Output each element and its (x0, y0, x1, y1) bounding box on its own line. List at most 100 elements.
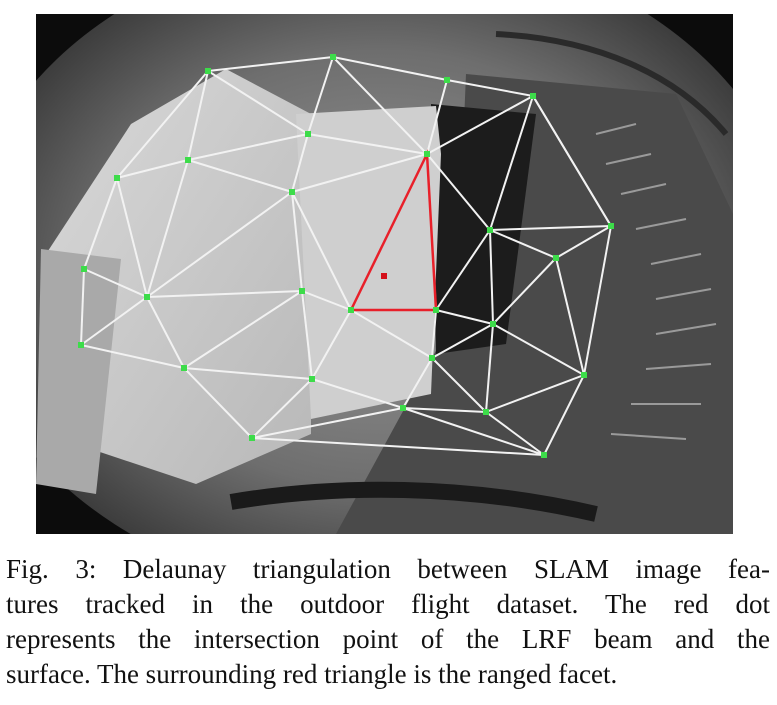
caption-line-4: surface. The surrounding red triangle is… (6, 659, 618, 689)
mesh-edge (489, 95, 534, 231)
feature-point (81, 266, 87, 272)
mesh-edge (307, 133, 428, 155)
mesh-edge (307, 56, 334, 135)
feature-point (424, 151, 430, 157)
feature-point (309, 376, 315, 382)
mesh-edge (446, 79, 534, 97)
feature-point (530, 93, 536, 99)
feature-point (185, 157, 191, 163)
feature-point (490, 321, 496, 327)
mesh-edge (426, 95, 534, 155)
mesh-edge (207, 56, 334, 72)
mesh-edge (311, 309, 352, 380)
mesh-edge (187, 133, 309, 161)
mesh-edge (543, 374, 585, 456)
mesh-edge (291, 153, 428, 193)
caption-line-3: represents the intersection point of the… (6, 624, 770, 654)
mesh-edge (146, 290, 303, 298)
feature-point (541, 452, 547, 458)
feature-point (205, 68, 211, 74)
mesh-edge (402, 407, 545, 456)
feature-point (305, 131, 311, 137)
mesh-edge (301, 290, 352, 311)
mesh-edge (146, 191, 293, 298)
feature-point (608, 223, 614, 229)
mesh-edge (426, 153, 491, 231)
mesh-edge (435, 229, 491, 311)
mesh-edge (350, 309, 433, 359)
foreground-pipe (229, 481, 598, 522)
delaunay-mesh (80, 56, 612, 456)
feature-point (553, 255, 559, 261)
feature-point (429, 355, 435, 361)
intersection-point (381, 273, 387, 279)
mesh-edge (146, 296, 185, 369)
feature-point (144, 294, 150, 300)
mesh-edge (489, 229, 494, 325)
top-arc-cable (495, 31, 729, 136)
mesh-edge (583, 225, 612, 376)
mesh-edge (485, 323, 494, 413)
mesh-edge (332, 56, 428, 155)
mesh-edge (532, 95, 612, 227)
mesh-edge (485, 374, 585, 413)
caption-line-1: Fig. 3: Delaunay triangulation between S… (6, 554, 770, 584)
mesh-edge (291, 191, 303, 292)
mesh-edge (251, 437, 545, 456)
mesh-edge (116, 159, 189, 179)
feature-point (78, 342, 84, 348)
feature-point (581, 372, 587, 378)
mesh-edge (83, 268, 148, 298)
building-lower-left (36, 249, 121, 494)
mesh-edge (291, 133, 309, 193)
feature-point (483, 409, 489, 415)
mesh-edge (431, 309, 437, 359)
mesh-edge (435, 309, 494, 325)
mesh-edge (80, 344, 185, 369)
mesh-edge (492, 257, 557, 325)
mesh-edge (80, 268, 85, 346)
mesh-edge (80, 296, 148, 346)
feature-point (114, 175, 120, 181)
building-roof-left (46, 69, 311, 484)
feature-point (348, 307, 354, 313)
figure-caption: Fig. 3: Delaunay triangulation between S… (6, 552, 770, 692)
lrf-intersection-dot (381, 273, 387, 279)
feature-point (487, 227, 493, 233)
mesh-edge (402, 407, 487, 413)
feature-point (444, 77, 450, 83)
mesh-edge (301, 290, 313, 380)
ranged-facet-triangle (349, 149, 438, 312)
feature-point (299, 288, 305, 294)
figure-image (36, 14, 733, 534)
mesh-edge (187, 159, 293, 193)
ranged-facet-edge (349, 149, 438, 312)
mesh-edge (187, 70, 209, 161)
mesh-edge (183, 290, 303, 369)
mesh-edge (431, 323, 494, 359)
mesh-edge (426, 79, 448, 155)
parking-stripes (595, 123, 717, 440)
feature-point (400, 405, 406, 411)
mesh-edge (489, 229, 557, 259)
mesh-edge (555, 225, 612, 259)
mesh-edge (183, 367, 253, 439)
mesh-edge (489, 225, 612, 231)
mesh-edge (492, 323, 585, 376)
feature-points (78, 54, 614, 458)
feature-point (330, 54, 336, 60)
mesh-edge (207, 70, 309, 135)
mesh-edge (555, 257, 585, 376)
mesh-edge (251, 407, 404, 439)
feature-point (249, 435, 255, 441)
mesh-edge (146, 159, 189, 298)
feature-point (181, 365, 187, 371)
mesh-edge (251, 378, 313, 439)
mesh-edge (311, 378, 404, 409)
mesh-edge (485, 411, 545, 456)
mesh-edge (402, 357, 433, 409)
mesh-edge (291, 191, 352, 311)
mesh-edge (116, 70, 209, 179)
mesh-edge (83, 177, 118, 270)
feature-point (289, 189, 295, 195)
